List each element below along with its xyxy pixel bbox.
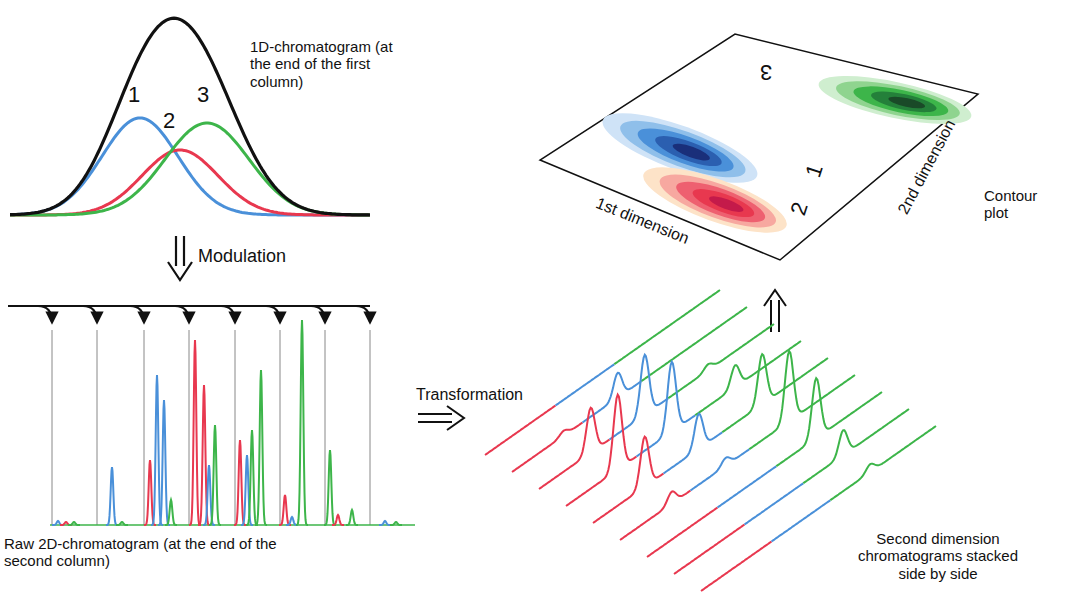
contour (690, 183, 758, 222)
modulation-arrow (266, 306, 280, 322)
modulation-line (144, 330, 145, 525)
label: 3 (197, 82, 217, 107)
modulation-arrow (168, 236, 192, 280)
trace (718, 466, 777, 507)
spike (189, 340, 201, 525)
modulation-arrow (356, 306, 370, 322)
trace (674, 525, 745, 575)
contour (888, 94, 926, 110)
spike (332, 515, 344, 525)
spike (279, 495, 291, 525)
label: Raw 2D-chromatogram (at the end of the s… (4, 535, 324, 570)
spike (198, 385, 210, 525)
spike (158, 400, 170, 525)
spike (116, 522, 128, 525)
modulation-line (52, 330, 53, 525)
label: 2 (785, 199, 813, 218)
trace (776, 378, 882, 466)
trace (512, 423, 583, 473)
label: 1 (128, 82, 148, 107)
trace (691, 449, 750, 490)
trace (583, 373, 642, 423)
transformation-arrow (418, 406, 464, 430)
trace (556, 364, 615, 405)
contour (671, 140, 712, 163)
trace (614, 290, 720, 364)
modulation-arrow (130, 306, 144, 322)
spike (165, 500, 177, 525)
contour (652, 130, 725, 172)
spike (209, 425, 221, 525)
modulation-arrow (83, 306, 97, 322)
trace (620, 491, 691, 541)
label: Modulation (198, 246, 338, 267)
label: Second dimension chromatograms stacked s… (848, 530, 1028, 582)
modulation-line (325, 330, 326, 525)
modulator-arrows (8, 306, 370, 525)
raw-2d-chromatogram (50, 320, 415, 525)
trace (745, 483, 804, 524)
label: 2nd dimension (894, 117, 959, 218)
spike (296, 320, 308, 525)
trace (803, 409, 909, 483)
label: 3 (760, 60, 772, 85)
modulation-arrow (38, 306, 52, 322)
spike (324, 450, 336, 525)
label: Transformation (416, 386, 556, 404)
spike (346, 510, 358, 525)
spike (68, 522, 80, 525)
contour (672, 174, 769, 231)
modulation-arrow (221, 306, 235, 322)
trace (637, 362, 696, 457)
trace (539, 408, 610, 489)
contour-plot (540, 34, 978, 260)
modulation-line (235, 330, 236, 525)
trace (566, 395, 637, 506)
trace (485, 406, 556, 456)
modulation-line (189, 330, 190, 525)
spike (106, 467, 118, 525)
trace (664, 414, 723, 474)
label: 1 (800, 161, 828, 180)
baseline (50, 524, 415, 526)
modulation-line (280, 330, 281, 525)
modulation-arrow (175, 306, 189, 322)
spike (286, 517, 298, 525)
contour (851, 80, 950, 122)
contour (869, 87, 938, 116)
label: 1D-chromatogram (at the end of the first… (250, 38, 400, 90)
label: 1st dimension (593, 194, 691, 248)
stacked-chromatograms (485, 290, 936, 591)
label: 2 (163, 108, 183, 133)
trace (641, 307, 747, 381)
spike (246, 430, 258, 525)
trace (749, 351, 855, 449)
spike (255, 370, 267, 525)
modulation-line (97, 330, 98, 525)
trace (830, 426, 936, 500)
contour (707, 193, 745, 215)
spike (379, 521, 391, 525)
trace (772, 500, 831, 541)
modulation-arrow (311, 306, 325, 322)
up-arrow (764, 290, 786, 332)
modulation-line (370, 330, 371, 525)
trace (701, 542, 772, 592)
trace (647, 508, 718, 558)
trace (593, 437, 664, 523)
trace (722, 354, 828, 432)
label: Contour plot (984, 187, 1064, 222)
peak-curve (10, 150, 370, 215)
spike (390, 522, 402, 525)
trace (668, 324, 774, 398)
